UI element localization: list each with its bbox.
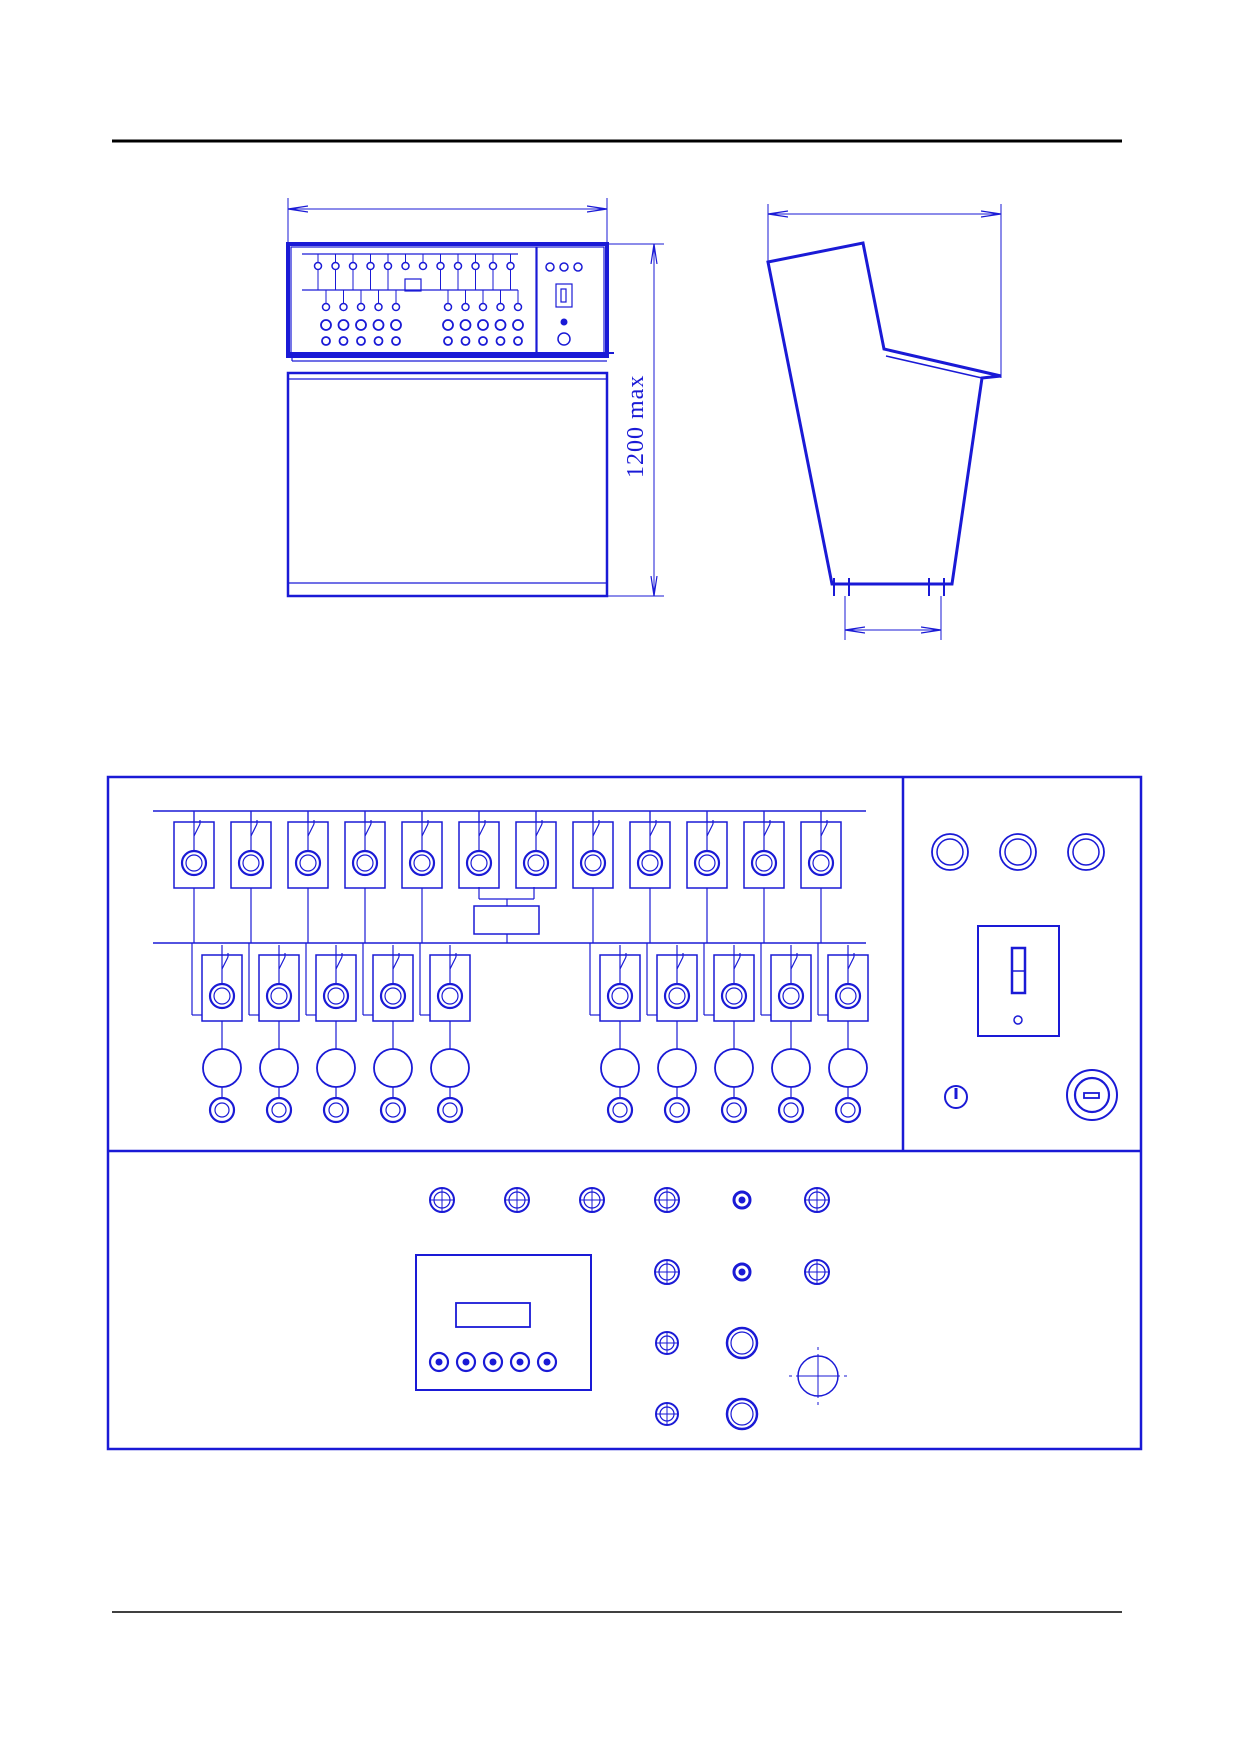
lower-breaker[interactable] [201,945,243,1022]
cabinet-upper-panel [286,242,609,358]
pilot-lamp-icon [931,833,969,871]
display-button-icon[interactable] [509,1351,531,1373]
lower-breaker[interactable] [429,945,471,1022]
upper-breaker[interactable] [686,812,728,889]
toggle-switch-icon[interactable] [944,1085,968,1109]
push-button-icon[interactable] [725,1326,759,1360]
upper-breaker[interactable] [629,812,671,889]
push-button-icon[interactable] [725,1397,759,1431]
upper-breaker[interactable] [743,812,785,889]
side-view [766,204,1002,640]
height-dimension-label: 1200 max [623,375,649,478]
display-module [415,1254,592,1391]
indicator-button-icon[interactable] [654,1259,680,1285]
motor-symbol [430,1048,470,1088]
motor-symbol [771,1048,811,1088]
motor-symbol [373,1048,413,1088]
motor-symbol [316,1048,356,1088]
lower-breaker[interactable] [713,945,755,1022]
pilot-lamp-icon [1067,833,1105,871]
lower-breaker[interactable] [372,945,414,1022]
push-button-icon[interactable] [208,1096,236,1124]
push-button-icon[interactable] [777,1096,805,1124]
upper-breaker[interactable] [173,812,215,889]
push-button-icon[interactable] [436,1096,464,1124]
selector-switch-icon[interactable] [732,1262,752,1282]
main-breaker-switch[interactable] [977,925,1060,1037]
lower-breaker[interactable] [827,945,869,1022]
selector-switch-icon[interactable] [732,1190,752,1210]
display-button-icon[interactable] [455,1351,477,1373]
display-button-icon[interactable] [536,1351,558,1373]
lower-breaker[interactable] [599,945,641,1022]
indicator-button-icon[interactable] [804,1259,830,1285]
lower-breaker[interactable] [315,945,357,1022]
upper-breaker[interactable] [401,812,443,889]
push-button-icon[interactable] [720,1096,748,1124]
push-button-icon[interactable] [265,1096,293,1124]
motor-symbol [600,1048,640,1088]
lower-breaker[interactable] [258,945,300,1022]
motor-symbol [714,1048,754,1088]
indicator-button-icon[interactable] [579,1187,605,1213]
upper-breaker[interactable] [572,812,614,889]
upper-breaker[interactable] [230,812,272,889]
indicator-button-icon[interactable] [804,1187,830,1213]
upper-breaker[interactable] [800,812,842,889]
emergency-stop-icon[interactable] [789,1347,847,1405]
upper-breaker[interactable] [344,812,386,889]
control-panel [106,775,1143,1451]
upper-breaker[interactable] [458,812,500,889]
cabinet-lower-body [286,371,609,598]
display-screen [455,1302,531,1328]
front-view [286,198,664,598]
motor-symbol [202,1048,242,1088]
lower-breaker[interactable] [656,945,698,1022]
push-button-icon[interactable] [663,1096,691,1124]
panel-outline [106,775,1143,1451]
motor-symbol [828,1048,868,1088]
indicator-button-icon[interactable] [504,1187,530,1213]
upper-breaker[interactable] [287,812,329,889]
pilot-lamp-icon [999,833,1037,871]
indicator-button-icon[interactable] [654,1187,680,1213]
display-button-icon[interactable] [428,1351,450,1373]
motor-symbol [259,1048,299,1088]
indicator-button-icon[interactable] [655,1402,679,1426]
push-button-icon[interactable] [322,1096,350,1124]
push-button-icon[interactable] [834,1096,862,1124]
indicator-button-icon[interactable] [655,1331,679,1355]
push-button-icon[interactable] [379,1096,407,1124]
central-block [473,905,540,935]
push-button-icon[interactable] [606,1096,634,1124]
motor-symbol [657,1048,697,1088]
side-profile [766,241,1002,586]
display-button-icon[interactable] [482,1351,504,1373]
key-switch-icon[interactable] [1066,1069,1118,1121]
indicator-button-icon[interactable] [429,1187,455,1213]
upper-breaker[interactable] [515,812,557,889]
lower-breaker[interactable] [770,945,812,1022]
